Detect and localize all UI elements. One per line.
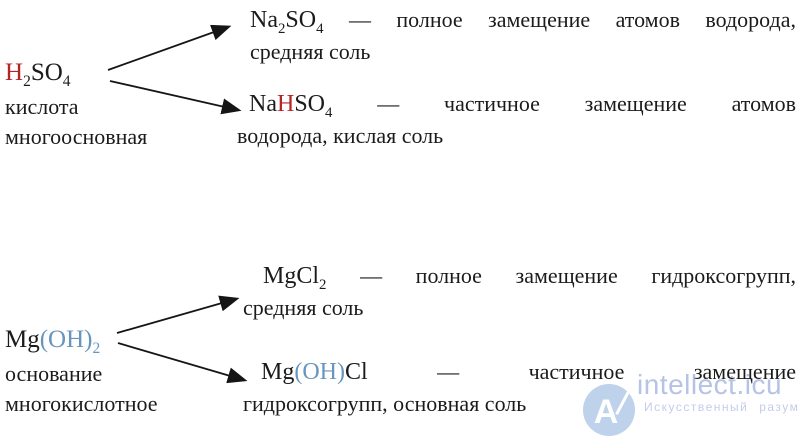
acid-product-full-block: Na2SO4 — полное замещение атомов водород… — [250, 4, 796, 68]
base-product-partial-line1: Mg(OH)Cl — частичное замещение — [243, 356, 796, 388]
dash: — — [348, 7, 371, 32]
acid-product-partial-block: NaHSO4 — частичное замещение атомов водо… — [237, 88, 796, 152]
base-label-line2: многокислотное — [5, 391, 158, 416]
base-product-full-line1: MgCl2 — полное замещение гидроксогрупп, — [245, 260, 796, 292]
acid-source-block: H2SO4 кислота многоосновная — [5, 54, 235, 152]
base-product-full-desc: полное замещение гидроксогрупп, — [415, 263, 796, 288]
base-product-partial-line2: гидроксогрупп, основная соль — [243, 391, 527, 416]
base-product-full-block: MgCl2 — полное замещение гидроксогрупп, … — [243, 260, 796, 324]
watermark-brand: intellect.icu — [637, 369, 783, 400]
acid-label-line1: кислота — [5, 94, 79, 119]
acid-product-full-formula: Na2SO4 — [250, 7, 324, 37]
dash: — — [437, 359, 460, 384]
base-product-partial-formula: Mg(OH)Cl — [261, 359, 368, 385]
acid-product-partial-formula: NaHSO4 — [249, 91, 333, 121]
acid-formula: H2SO4 — [5, 59, 71, 90]
base-product-full-formula: MgCl2 — [263, 263, 327, 293]
base-product-partial-desc: частичное замещение — [528, 359, 797, 384]
arrow-base-to-full-salt — [116, 295, 240, 334]
base-label-line1: основание — [5, 361, 103, 386]
arrows-layer — [107, 24, 248, 384]
arrow-acid-to-partial-salt — [109, 80, 242, 115]
base-product-full-line2: средняя соль — [243, 295, 364, 320]
acid-product-partial-line2: водорода, кислая соль — [237, 123, 444, 148]
arrow-base-to-partial-salt — [117, 342, 248, 384]
acid-product-full-desc: полное замещение атомов водорода, — [396, 7, 797, 32]
acid-product-full-line2: средняя соль — [250, 39, 371, 64]
acid-product-partial-desc: частичное замещение атомов — [444, 91, 796, 116]
base-source-block: Mg(OH)2 основание многокислотное — [5, 321, 235, 419]
acid-product-full-line1: Na2SO4 — полное замещение атомов водород… — [250, 4, 796, 36]
acid-product-partial-line1: NaHSO4 — частичное замещение атомов — [237, 88, 796, 120]
dash: — — [377, 91, 400, 116]
watermark-tagline: Искусственный разум — [644, 400, 800, 414]
base-formula: Mg(OH)2 — [5, 326, 101, 357]
acid-label-line2: многоосновная — [5, 124, 148, 149]
dash: — — [360, 263, 383, 288]
arrow-acid-to-full-salt — [107, 24, 232, 71]
base-product-partial-block: Mg(OH)Cl — частичное замещение гидроксог… — [243, 356, 796, 420]
